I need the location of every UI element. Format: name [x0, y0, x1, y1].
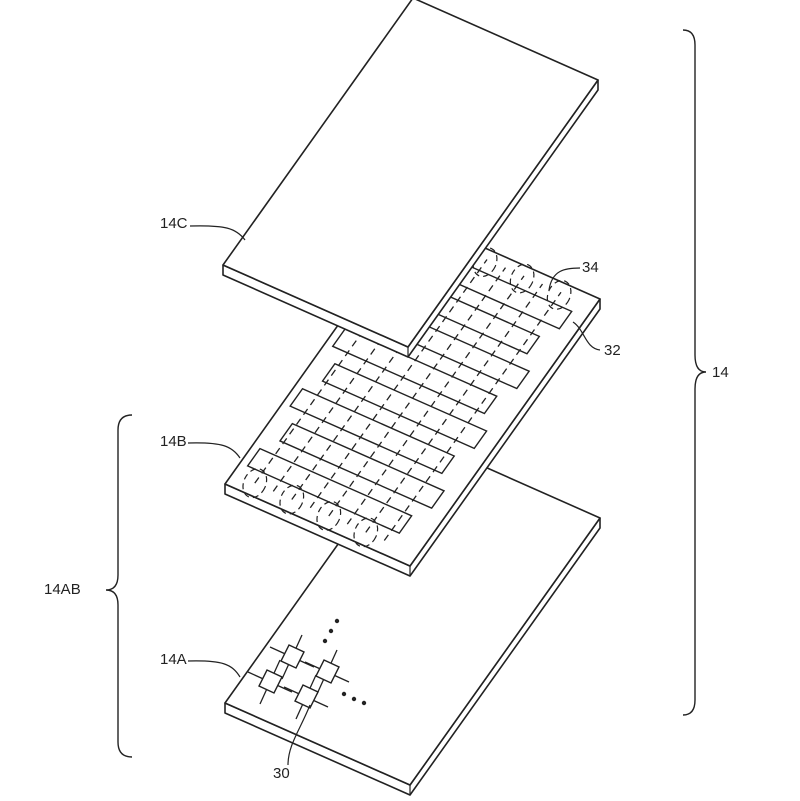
column-end-oval: [509, 263, 535, 294]
label-14ab: 14AB: [44, 581, 81, 598]
cover-layer-14c: [222, 0, 599, 358]
label-14b: 14B: [160, 433, 187, 450]
leader-30: [287, 704, 311, 766]
leader-14a: [187, 660, 241, 678]
ellipsis-dot: [322, 638, 328, 644]
row-electrode-strip: [289, 387, 456, 475]
leader-14c: [189, 225, 246, 241]
pixel-cell: [294, 684, 319, 709]
pixel-cell: [258, 669, 283, 694]
label-14c: 14C: [160, 215, 188, 232]
leader-14b: [187, 442, 241, 459]
label-14a: 14A: [160, 651, 187, 668]
row-electrode-strip: [246, 447, 413, 535]
column-end-oval: [279, 484, 305, 515]
label-30: 30: [273, 765, 290, 782]
pixel-cell: [280, 644, 305, 669]
row-electrode-strip: [331, 328, 498, 415]
pixel: [304, 649, 350, 695]
pixel: [247, 659, 293, 705]
leader-34: [548, 267, 581, 291]
label-14: 14: [712, 364, 729, 381]
pixel-cell: [315, 659, 340, 684]
brace-14ab: [105, 414, 133, 758]
ellipsis-dot: [361, 700, 367, 706]
column-end-oval: [353, 517, 379, 548]
ellipsis-dot: [351, 696, 357, 702]
column-end-oval: [316, 500, 342, 531]
leader-32: [572, 321, 601, 351]
column-end-oval: [546, 279, 572, 310]
pixel: [283, 674, 329, 720]
label-32: 32: [604, 342, 621, 359]
cover-layer-14c-face: [222, 0, 599, 348]
ellipsis-dot: [334, 618, 340, 624]
ellipsis-dot: [328, 628, 334, 634]
display-layer-14a: [224, 435, 601, 796]
brace-14: [682, 29, 707, 716]
ellipsis-dot: [341, 691, 347, 697]
column-end-oval: [242, 468, 268, 499]
row-electrode-strip: [321, 362, 488, 450]
pixel: [269, 634, 315, 680]
row-electrode-strip: [278, 422, 446, 510]
label-34: 34: [582, 259, 599, 276]
